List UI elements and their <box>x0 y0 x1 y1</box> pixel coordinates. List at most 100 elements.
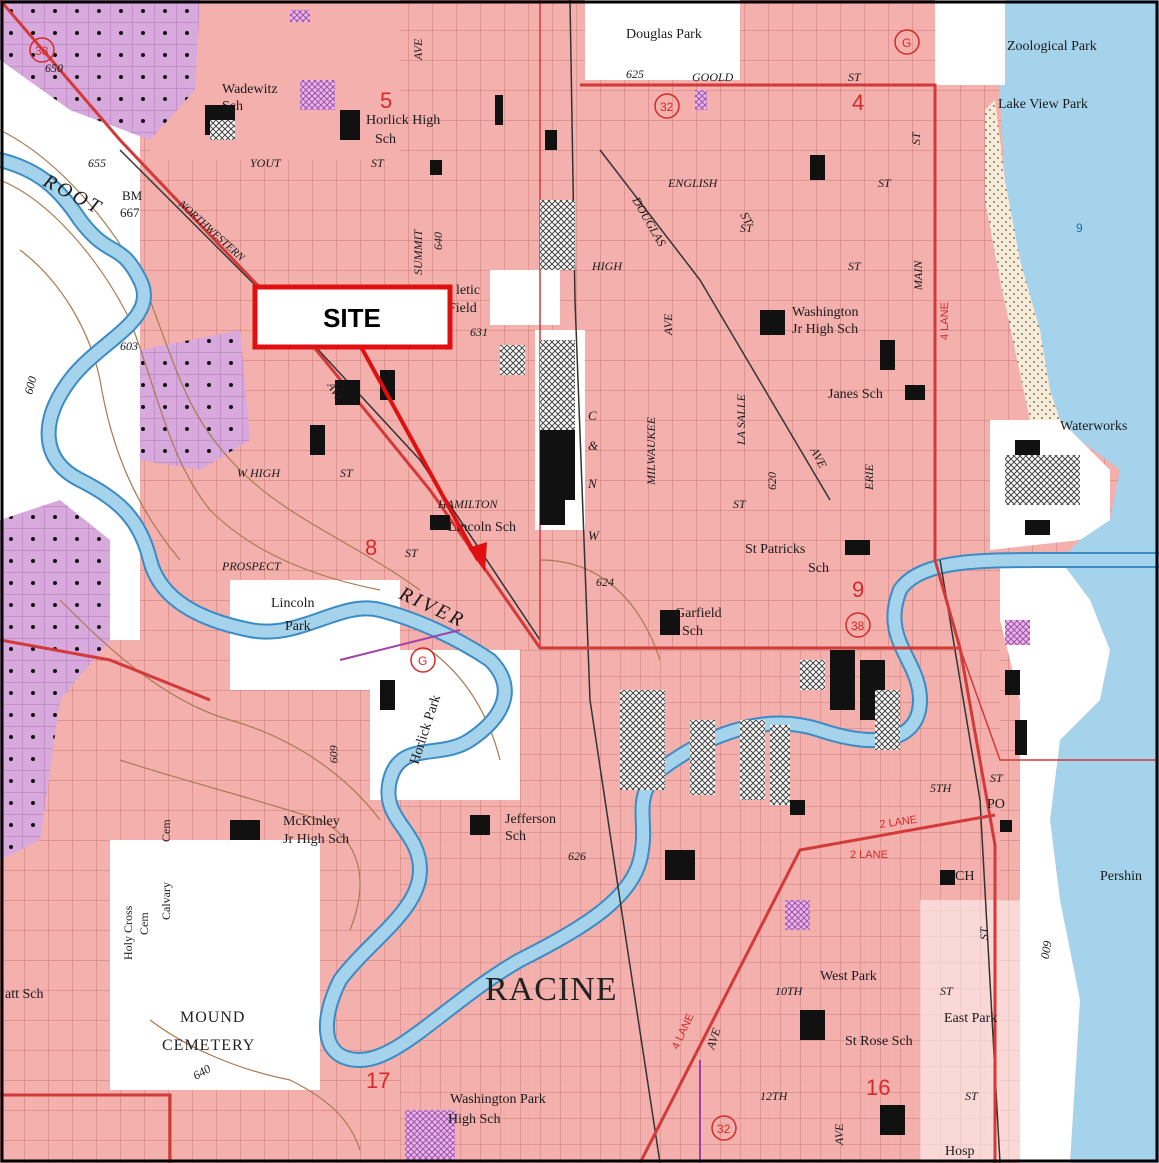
label-c: C <box>588 408 597 423</box>
label-bm: BM <box>122 188 143 203</box>
southside-open <box>920 900 1020 1160</box>
label-horlick-sch: Sch <box>375 132 396 147</box>
south-shore-land <box>1000 560 1110 1163</box>
section-5: 5 <box>380 88 392 113</box>
label-northwestern: NORTHWESTERN <box>175 198 247 264</box>
label-yout: YOUT <box>250 156 282 170</box>
label-douglas-park: Douglas Park <box>626 27 702 42</box>
purple-block-5 <box>1005 620 1030 645</box>
contour-600: 600 <box>21 375 39 396</box>
purple-block-4 <box>405 1110 455 1160</box>
contour-625: 625 <box>626 67 644 81</box>
label-w-high: W HIGH <box>237 466 281 480</box>
contour-650: 650 <box>45 61 63 75</box>
label-prospect-st: ST <box>405 546 419 560</box>
label-5th-st: ST <box>990 771 1004 785</box>
label-ave-south: AVE <box>703 1026 723 1052</box>
contour-624: 624 <box>596 575 614 589</box>
label-racine: RACINE <box>485 971 618 1008</box>
label-washington: Washington <box>792 305 859 320</box>
hatched-buildings <box>210 120 900 805</box>
label-st-south: ST <box>740 221 754 235</box>
zoo-land <box>935 0 1005 85</box>
label-washington-park-hs: High Sch <box>448 1112 501 1127</box>
purple-block-3 <box>695 90 707 110</box>
label-10th-st: ST <box>940 984 954 998</box>
waterworks-site <box>1005 455 1080 505</box>
label-milwaukee-ave: AVE <box>661 313 675 336</box>
beach <box>985 100 1060 420</box>
label-st-patricks: St Patricks <box>745 542 805 557</box>
route-g2-shield <box>410 647 436 673</box>
lane-2a: 2 LANE <box>879 814 918 831</box>
lake-michigan <box>995 0 1159 1163</box>
contour-640b: 640 <box>191 1061 214 1082</box>
label-hamilton-st: ST <box>733 497 747 511</box>
label-horlick-high: Horlick High <box>366 113 440 128</box>
route-32b: 32 <box>717 1122 731 1136</box>
route-g2: G <box>418 654 427 668</box>
label-waterworks: Waterworks <box>1060 419 1127 434</box>
route-38-shield <box>845 612 871 638</box>
route-38: 38 <box>851 619 865 633</box>
label-12th-st: ST <box>965 1089 979 1103</box>
site-callout: SITE <box>252 284 487 572</box>
label-ave-top: AVE <box>411 38 425 61</box>
label-milwaukee: MILWAUKEE <box>644 416 658 486</box>
contour-603: 603 <box>120 339 138 353</box>
label-field: Field <box>448 301 477 316</box>
site-label: SITE <box>323 303 381 333</box>
athletic-field <box>490 270 560 325</box>
site-arrow-head <box>468 542 487 572</box>
label-main-st: ST <box>909 131 923 145</box>
label-athletic: letic <box>456 283 480 298</box>
label-washington-park: Washington Park <box>450 1092 546 1107</box>
route-32b-shield <box>711 1115 737 1141</box>
label-east-park: East Park <box>944 1011 997 1026</box>
label-west-park: West Park <box>820 969 877 984</box>
route-32-shield <box>654 93 680 119</box>
section-16: 16 <box>866 1075 890 1100</box>
cemetery-land <box>110 840 320 1090</box>
label-hamilton: HAMILTON <box>437 497 499 511</box>
purple-block-1 <box>300 80 335 110</box>
label-wadewitz: Wadewitz <box>222 82 278 97</box>
label-cem: Cem <box>159 819 173 842</box>
label-lincoln-park: Lincoln <box>271 596 315 611</box>
label-5th: 5TH <box>930 781 953 795</box>
site-arrow-line <box>358 344 480 561</box>
route-38b: 38 <box>35 44 49 58</box>
label-ave-lasalle: AVE <box>807 444 830 471</box>
label-la-salle: LA SALLE <box>734 394 748 446</box>
route-g-shield <box>894 29 920 55</box>
label-att-sch: att Sch <box>5 987 44 1002</box>
label-janes-sch: Janes Sch <box>828 387 883 402</box>
residential-purple-nw <box>0 0 200 140</box>
label-amp: & <box>588 438 599 453</box>
contour-655: 655 <box>88 156 106 170</box>
label-prospect: PROSPECT <box>221 559 282 573</box>
label-douglas: DOUGLAS <box>629 194 669 249</box>
label-st-east: ST <box>977 926 991 940</box>
label-w: W <box>588 528 600 543</box>
label-ave-se: AVE <box>832 1123 846 1146</box>
root-river-fill <box>0 154 1159 1066</box>
label-ave-west: AVE <box>324 379 348 406</box>
section-4: 4 <box>852 90 864 115</box>
label-goold-st: ST <box>848 70 862 84</box>
label-lincoln-park-2: Park <box>285 619 311 634</box>
label-yout-st: ST <box>371 156 385 170</box>
label-english-st: ST <box>878 176 892 190</box>
label-main: MAIN <box>911 260 925 291</box>
label-mound: MOUND <box>180 1009 245 1026</box>
label-root: ROOT <box>39 170 107 220</box>
label-holy-cross: Holy Cross <box>121 905 135 960</box>
label-summit: SUMMIT <box>411 228 425 275</box>
section-8: 8 <box>365 535 377 560</box>
contour-609: 609 <box>327 745 341 763</box>
label-jefferson-sch: Sch <box>505 829 526 844</box>
